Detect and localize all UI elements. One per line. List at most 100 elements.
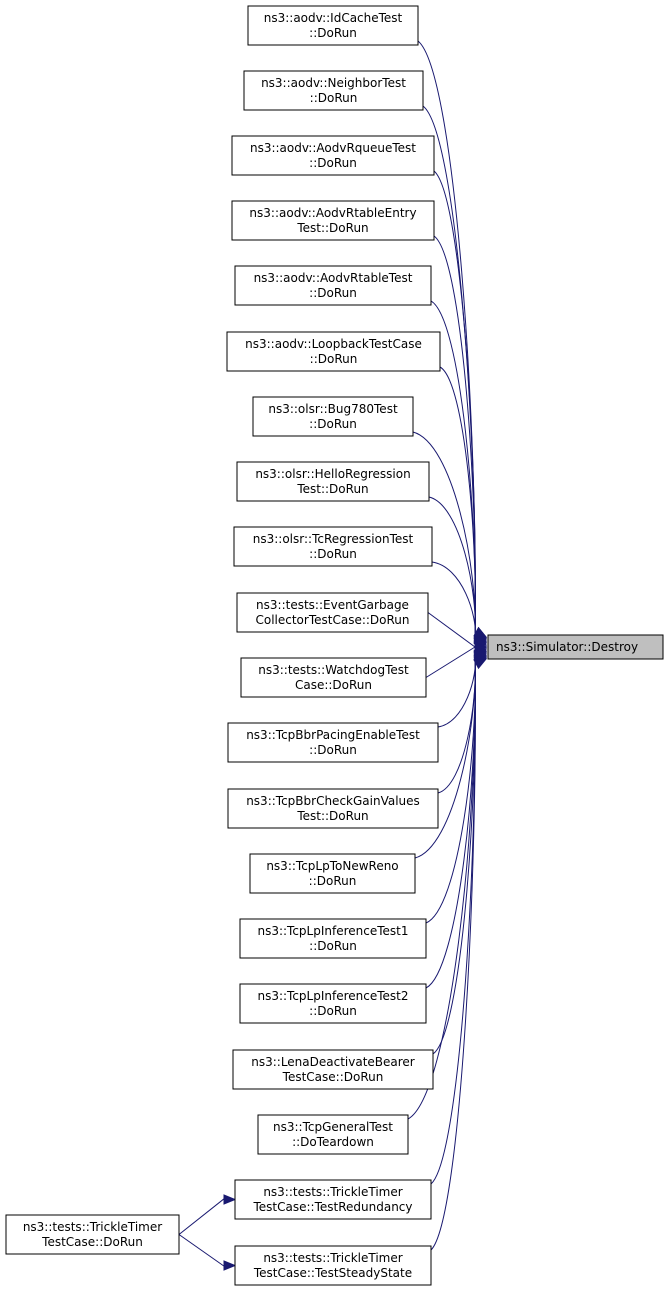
node-box bbox=[227, 722, 439, 763]
node-label-line: ::DoRun bbox=[309, 286, 357, 300]
node-box bbox=[231, 135, 435, 176]
node-trickleredund[interactable]: ns3::tests::TrickleTimerTestCase::TestRe… bbox=[234, 1179, 432, 1220]
node-box bbox=[231, 200, 435, 241]
edge-line bbox=[430, 664, 476, 1251]
node-label-line: TestCase::DoRun bbox=[282, 1070, 384, 1084]
edge-bbrgain-to-destroy bbox=[437, 649, 488, 794]
node-label-line: ns3::TcpLpInferenceTest2 bbox=[257, 989, 408, 1003]
node-label-line: ns3::tests::WatchdogTest bbox=[258, 663, 409, 677]
node-label-line: ns3::tests::EventGarbage bbox=[256, 598, 409, 612]
arrowhead bbox=[473, 658, 488, 670]
edge-line bbox=[178, 1198, 225, 1235]
node-box bbox=[243, 70, 424, 111]
node-label-line: ns3::aodv::AodvRtableEntry bbox=[249, 206, 416, 220]
node-tcpgeneral[interactable]: ns3::TcpGeneralTest::DoTeardown bbox=[257, 1114, 409, 1155]
node-layer: ns3::Simulator::Destroy ns3::aodv::IdCach… bbox=[5, 5, 664, 1286]
node-label-line: ::DoRun bbox=[309, 547, 357, 561]
edge-line bbox=[439, 366, 476, 636]
node-box bbox=[232, 1049, 434, 1090]
node-label-line: ns3::tests::TrickleTimer bbox=[23, 1220, 162, 1234]
node-box bbox=[249, 853, 416, 894]
node-box bbox=[239, 983, 427, 1024]
edge-line bbox=[178, 1234, 225, 1267]
node-evgarbage[interactable]: ns3::tests::EventGarbageCollectorTestCas… bbox=[236, 592, 429, 633]
edge-line bbox=[427, 612, 476, 648]
node-bug780[interactable]: ns3::olsr::Bug780Test::DoRun bbox=[252, 396, 414, 437]
edge-trickledorun-to-trickleredund bbox=[178, 1194, 237, 1235]
edge-line bbox=[431, 561, 476, 640]
node-box bbox=[234, 1245, 432, 1286]
node-box bbox=[234, 1179, 432, 1220]
edge-line bbox=[407, 662, 476, 1120]
node-label-line: ::DoRun bbox=[310, 91, 358, 105]
node-box bbox=[233, 526, 433, 567]
arrowhead bbox=[223, 1194, 237, 1205]
node-box bbox=[236, 461, 430, 502]
node-lpnewreno[interactable]: ns3::TcpLpToNewReno::DoRun bbox=[249, 853, 416, 894]
node-box bbox=[5, 1214, 180, 1255]
node-label-line: ::DoRun bbox=[309, 26, 357, 40]
node-bbrpacing[interactable]: ns3::TcpBbrPacingEnableTest::DoRun bbox=[227, 722, 439, 763]
edge-line bbox=[432, 661, 476, 1055]
node-label-line: TestCase::DoRun bbox=[41, 1235, 143, 1249]
edge-trickledorun-to-tricklesteady bbox=[178, 1234, 237, 1271]
edge-rtentry-to-destroy bbox=[433, 235, 488, 640]
edge-layer bbox=[178, 40, 488, 1271]
node-label-line: CollectorTestCase::DoRun bbox=[255, 613, 409, 627]
node-label-line: ::DoTeardown bbox=[292, 1135, 374, 1149]
node-label-line: ns3::aodv::NeighborTest bbox=[261, 76, 406, 90]
edge-line bbox=[428, 496, 476, 638]
node-rqueue[interactable]: ns3::aodv::AodvRqueueTest::DoRun bbox=[231, 135, 435, 176]
node-label-line: ::DoRun bbox=[309, 417, 357, 431]
edge-hello-to-destroy bbox=[428, 496, 488, 645]
node-label-line: ::DoRun bbox=[309, 874, 357, 888]
node-box bbox=[240, 657, 427, 698]
node-label-line: ns3::aodv::LoopbackTestCase bbox=[245, 337, 422, 351]
node-lpinf1[interactable]: ns3::TcpLpInferenceTest1::DoRun bbox=[239, 918, 427, 959]
edge-lena-to-destroy bbox=[432, 654, 488, 1055]
node-lpinf2[interactable]: ns3::TcpLpInferenceTest2::DoRun bbox=[239, 983, 427, 1024]
node-tcreg[interactable]: ns3::olsr::TcRegressionTest::DoRun bbox=[233, 526, 433, 567]
node-neighbor[interactable]: ns3::aodv::NeighborTest::DoRun bbox=[243, 70, 424, 111]
node-rtable[interactable]: ns3::aodv::AodvRtableTest::DoRun bbox=[234, 265, 432, 306]
node-box bbox=[234, 265, 432, 306]
node-label-line: ns3::LenaDeactivateBearer bbox=[251, 1055, 415, 1069]
node-label-line: ::DoRun bbox=[309, 743, 357, 757]
node-box bbox=[226, 331, 441, 372]
node-label-line: ::DoRun bbox=[309, 156, 357, 170]
node-label-line: ::DoRun bbox=[309, 1004, 357, 1018]
node-label-line: ns3::aodv::IdCacheTest bbox=[264, 11, 403, 25]
node-idcache[interactable]: ns3::aodv::IdCacheTest::DoRun bbox=[247, 5, 419, 46]
node-label-line: ns3::TcpGeneralTest bbox=[273, 1120, 393, 1134]
node-label-line: ns3::aodv::AodvRtableTest bbox=[254, 271, 413, 285]
node-loopback[interactable]: ns3::aodv::LoopbackTestCase::DoRun bbox=[226, 331, 441, 372]
node-destroy[interactable]: ns3::Simulator::Destroy bbox=[487, 634, 664, 660]
edge-line bbox=[425, 646, 476, 678]
edge-line bbox=[437, 654, 476, 728]
node-box bbox=[239, 918, 427, 959]
node-label-line: Test::DoRun bbox=[296, 809, 368, 823]
node-tricklesteady[interactable]: ns3::tests::TrickleTimerTestCase::TestSt… bbox=[234, 1245, 432, 1286]
node-box bbox=[252, 396, 414, 437]
node-label-line: ns3::olsr::Bug780Test bbox=[268, 402, 398, 416]
node-label-line: Test::DoRun bbox=[296, 482, 368, 496]
node-box bbox=[487, 634, 664, 660]
node-box bbox=[227, 788, 439, 829]
node-label-line: ns3::olsr::TcRegressionTest bbox=[253, 532, 414, 546]
node-label-line: ns3::Simulator::Destroy bbox=[496, 640, 638, 654]
edge-lpinf1-to-destroy bbox=[425, 652, 488, 924]
edge-tricklesteady-to-destroy bbox=[430, 658, 488, 1251]
arrowhead bbox=[223, 1260, 237, 1271]
node-label-line: ns3::TcpBbrCheckGainValues bbox=[246, 794, 420, 808]
node-label-line: ::DoRun bbox=[310, 352, 358, 366]
node-label-line: ns3::TcpLpToNewReno bbox=[266, 859, 398, 873]
node-label-line: ns3::aodv::AodvRqueueTest bbox=[250, 141, 416, 155]
node-label-line: Test::DoRun bbox=[296, 221, 368, 235]
